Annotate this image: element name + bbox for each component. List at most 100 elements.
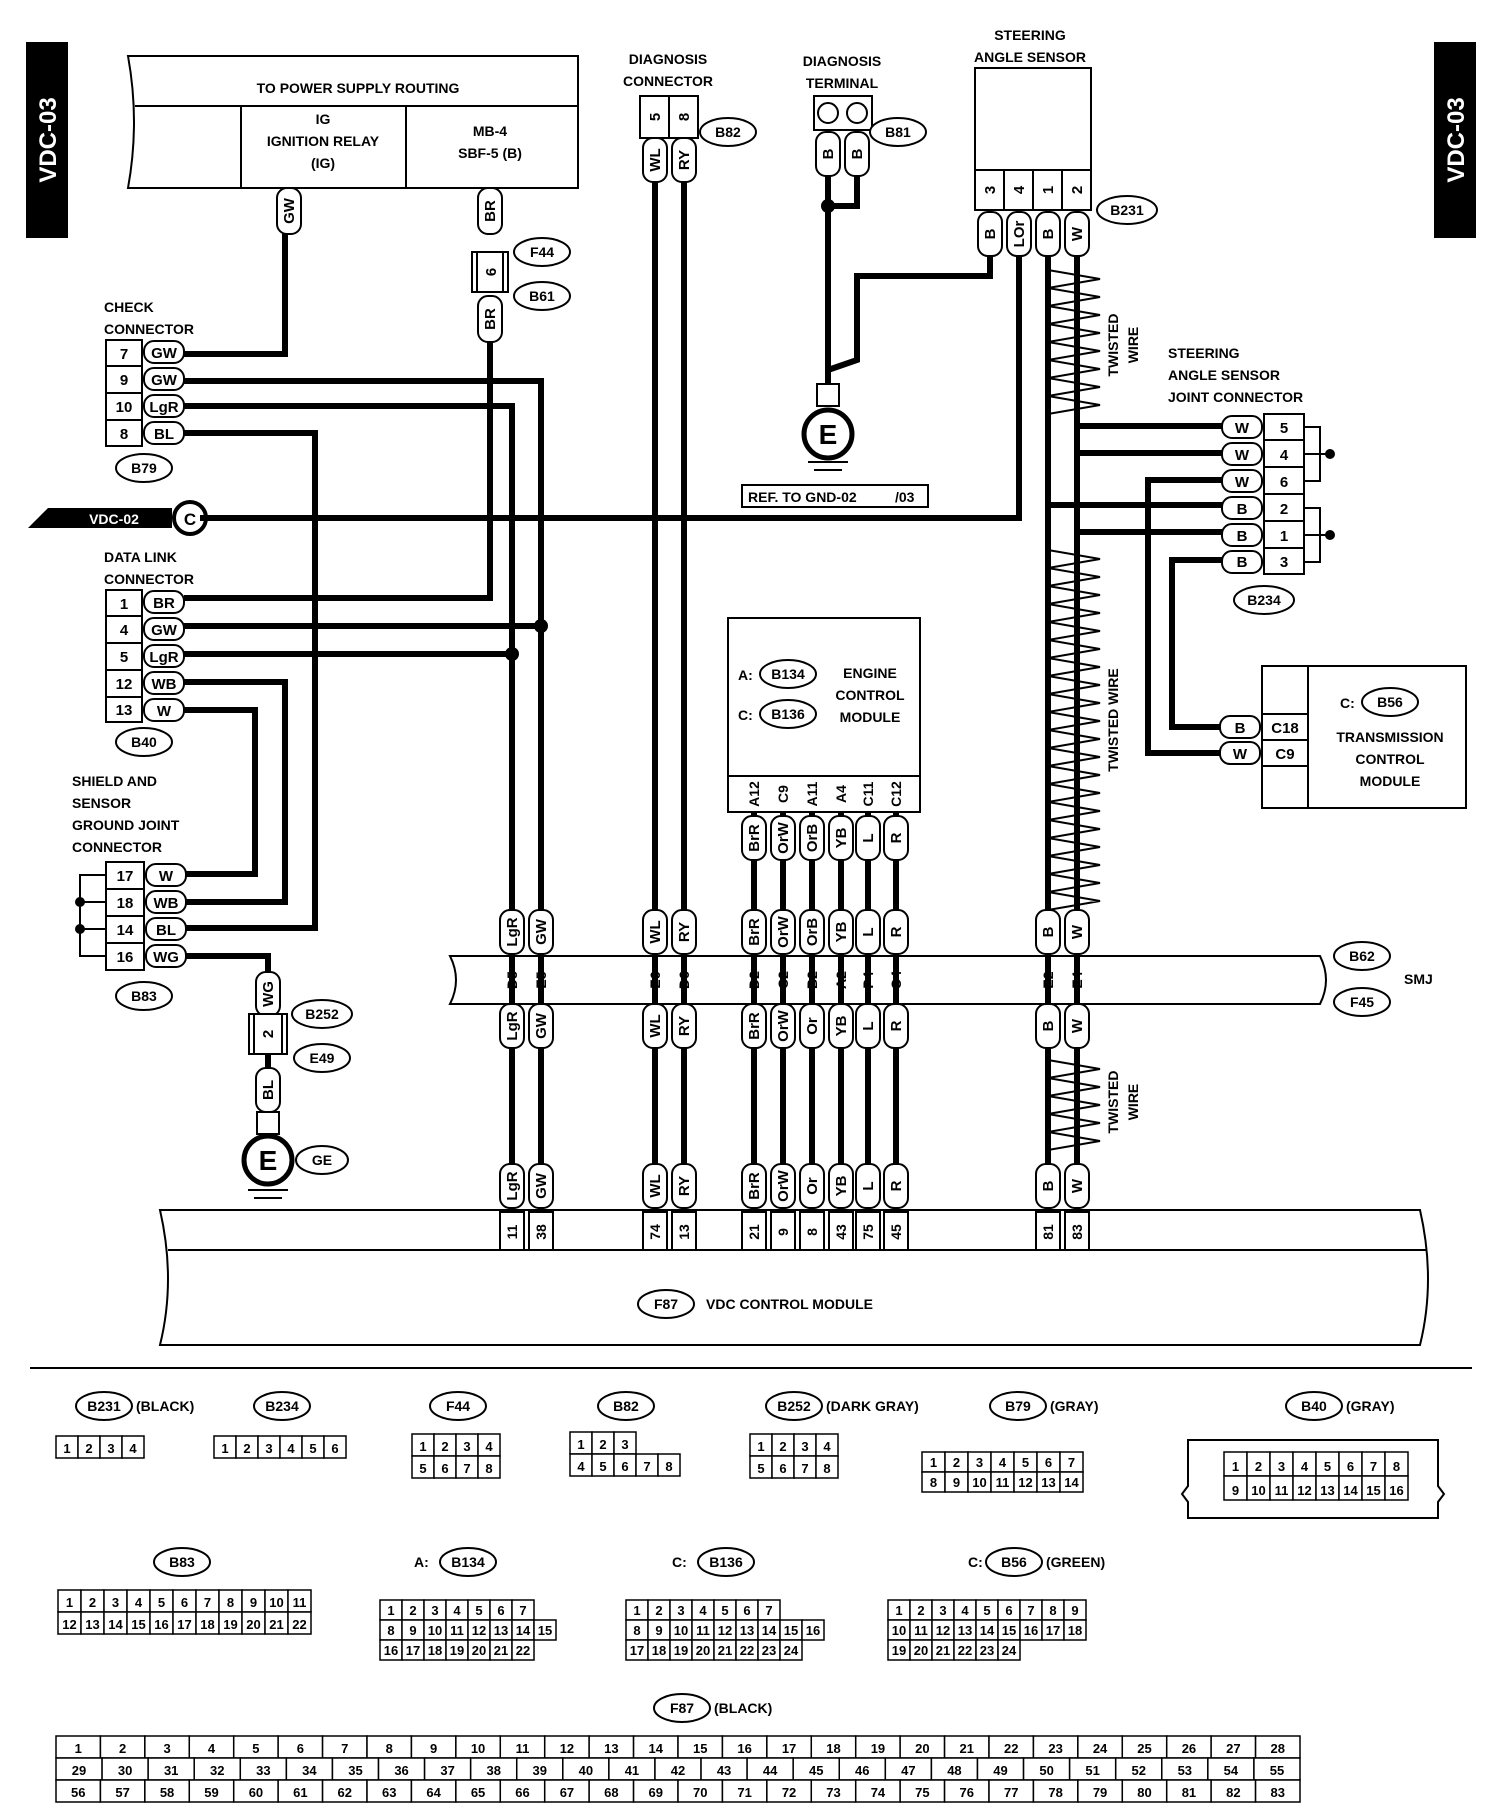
svg-text:REF. TO GND-02: REF. TO GND-02: [748, 489, 857, 505]
face-pin-cell: [779, 1639, 803, 1661]
smj-bottom-wire: [828, 1003, 854, 1049]
smj-pin: E6: [647, 971, 663, 988]
face-pin-cell: [533, 1619, 557, 1641]
face-pin: 39: [533, 1763, 547, 1778]
wire-code: L: [860, 1181, 877, 1190]
face-pin: 3: [112, 1595, 119, 1610]
smj-pin: P4: [860, 971, 876, 988]
ecm-wire-label: [799, 815, 825, 861]
face-pin: 4: [135, 1595, 143, 1610]
wire-code: YB: [833, 1175, 850, 1196]
connector-label: (BLACK): [136, 1398, 194, 1414]
vdc-pin: 13: [676, 1224, 692, 1240]
svg-text:SBF-5 (B): SBF-5 (B): [458, 145, 522, 161]
svg-text:C18: C18: [1271, 720, 1299, 737]
face-pin: 63: [382, 1785, 396, 1800]
face-pin-cell: [1254, 1779, 1301, 1803]
face-pin-cell: [323, 1435, 347, 1459]
face-pin: 26: [1182, 1741, 1196, 1756]
connector-label: (GRAY): [1346, 1398, 1395, 1414]
vdc-pin: 8: [804, 1228, 820, 1236]
face-pin: 16: [806, 1623, 820, 1638]
face-pin: 1: [66, 1595, 73, 1610]
wire-code: BrR: [746, 1172, 763, 1200]
connector-label: (GREEN): [1046, 1554, 1105, 1570]
smj-bottom-wire: [528, 1003, 554, 1049]
smj-bottom-wire: [1035, 1003, 1061, 1049]
wire-b-sas3: [854, 256, 993, 300]
face-pin: 55: [1270, 1763, 1284, 1778]
face-pin: 21: [494, 1643, 508, 1658]
svg-text:B79: B79: [131, 460, 157, 476]
smj-pin: C2: [775, 971, 791, 989]
face-pin: 6: [331, 1441, 338, 1456]
svg-text:TERMINAL: TERMINAL: [806, 75, 879, 91]
face-pin: 2: [655, 1603, 662, 1618]
smj-pin: D5: [504, 971, 520, 989]
ecm-wire-label: [770, 815, 796, 861]
ecm-wire-label: [741, 815, 767, 861]
check-connector: CHECK CONNECTOR 7 9 10 8 GW GW LgR BL B7…: [104, 299, 194, 483]
wire-code: LgR: [504, 1171, 521, 1200]
face-pin: 2: [119, 1741, 126, 1756]
face-pin: 65: [471, 1785, 485, 1800]
smj-junction: B62 F45 SMJ: [448, 941, 1433, 1017]
face-pin: 4: [485, 1439, 493, 1454]
vdc-wire-label: [1035, 1163, 1061, 1209]
face-pin: 38: [486, 1763, 500, 1778]
face-pin: 60: [249, 1785, 263, 1800]
face-pin: 1: [577, 1437, 584, 1452]
face-pin: 78: [1048, 1785, 1062, 1800]
face-pin: 15: [1002, 1623, 1016, 1638]
svg-text:8: 8: [676, 113, 693, 121]
svg-text:DIAGNOSIS: DIAGNOSIS: [629, 51, 708, 67]
face-pin: 10: [428, 1623, 442, 1638]
svg-text:B252: B252: [305, 1006, 339, 1022]
face-pin: 24: [1002, 1643, 1017, 1658]
vdc-wire-label: [671, 1163, 697, 1209]
face-pin: 7: [341, 1741, 348, 1756]
wire-b-term2: [828, 176, 860, 209]
face-pin: 16: [384, 1643, 398, 1658]
face-pin: 15: [538, 1623, 552, 1638]
face-pin: 2: [89, 1595, 96, 1610]
svg-text:TWISTED: TWISTED: [1105, 1071, 1121, 1134]
svg-text:E: E: [819, 419, 838, 450]
ecm-wire-label: [855, 815, 881, 861]
face-pin: 6: [441, 1461, 448, 1476]
smj-top-wire: [799, 909, 825, 955]
ecm-pin: A12: [746, 781, 762, 807]
face-pin: 5: [475, 1603, 482, 1618]
connector-id-badge: [597, 1391, 655, 1421]
b252-e49-connector: WG 2 BL B252 E49 E GE: [241, 971, 353, 1199]
svg-text:MB-4: MB-4: [473, 123, 507, 139]
face-pin: 2: [953, 1455, 960, 1470]
face-pin: 12: [560, 1741, 574, 1756]
svg-text:CONTROL: CONTROL: [1355, 751, 1425, 767]
connector-id-badge: [985, 1547, 1043, 1577]
smj-bottom-wire: [499, 1003, 525, 1049]
svg-text:BL: BL: [260, 1080, 277, 1100]
svg-text:IGNITION RELAY: IGNITION RELAY: [267, 133, 380, 149]
face-pin: 6: [779, 1461, 786, 1476]
face-pin: 6: [621, 1459, 628, 1474]
face-pin: 3: [431, 1603, 438, 1618]
face-pin: 5: [309, 1441, 316, 1456]
svg-text:W: W: [157, 703, 172, 720]
face-pin: 1: [75, 1741, 82, 1756]
connector-id: B82: [613, 1398, 639, 1414]
wire-code: GW: [533, 918, 550, 945]
twisted-pair: [1047, 270, 1078, 400]
face-pin: 22: [516, 1643, 530, 1658]
svg-text:B: B: [849, 148, 866, 159]
ecm-pin: A11: [804, 781, 820, 806]
vdc-pin: 21: [746, 1224, 762, 1240]
face-pin: 5: [599, 1459, 606, 1474]
face-pin: 20: [246, 1617, 260, 1632]
face-pin: 11: [293, 1595, 307, 1610]
face-pin: 7: [1068, 1455, 1075, 1470]
smj-bottom-wire: [1064, 1003, 1090, 1049]
